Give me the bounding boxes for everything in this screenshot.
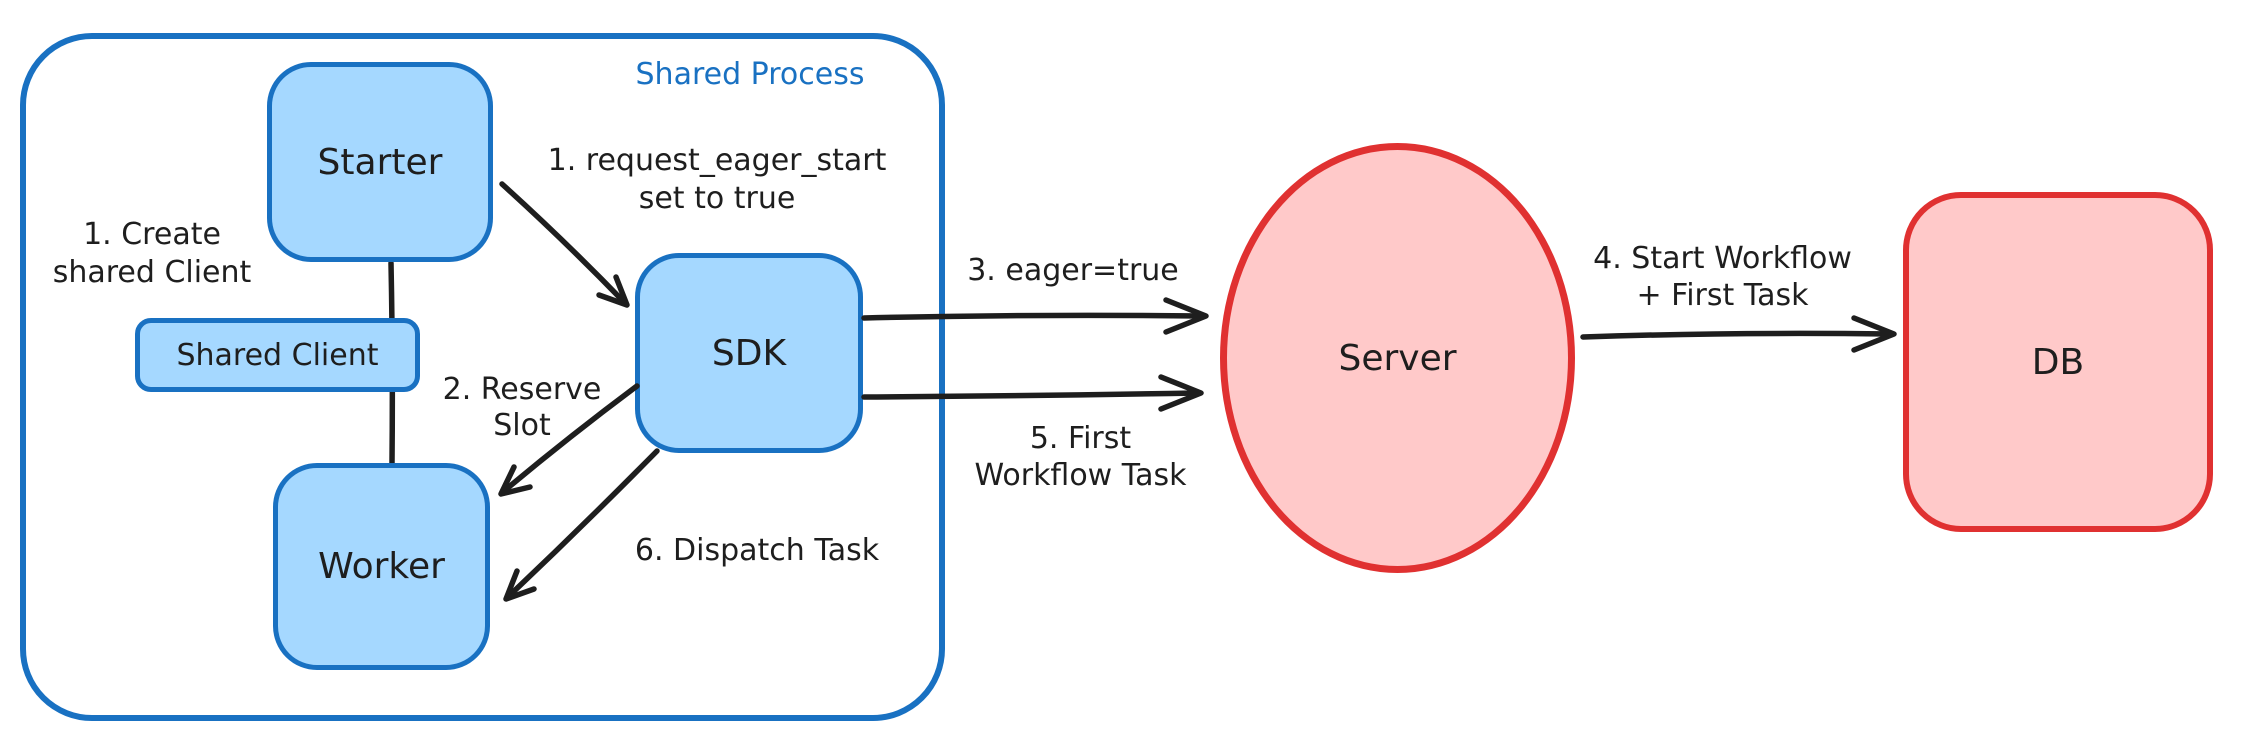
annotation-dispatch-task: 6. Dispatch Task [607, 532, 907, 570]
node-db: DB [1903, 192, 2213, 532]
db-label: DB [2031, 341, 2085, 383]
node-sdk: SDK [635, 253, 863, 453]
annotation-line: shared Client [52, 255, 252, 290]
shared-process-container [20, 33, 945, 721]
annotation-line: 2. Reserve [442, 372, 602, 407]
annotation-line: Slot [493, 408, 551, 443]
annotation-line: 1. request_eager_start [547, 143, 887, 178]
annotation-line: 6. Dispatch Task [634, 533, 880, 568]
node-shared-client: Shared Client [135, 318, 420, 392]
annotation-reserve-slot: 2. Reserve Slot [422, 372, 622, 444]
annotation-line: 5. First [1029, 421, 1132, 456]
server-label: Server [1338, 337, 1457, 379]
annotation-line: set to true [638, 181, 796, 216]
node-worker: Worker [273, 463, 490, 670]
annotation-line: + First Task [1636, 278, 1809, 313]
annotation-line: 3. eager=true [967, 253, 1179, 288]
annotation-line: 1. Create [83, 217, 221, 252]
shared-process-label: Shared Process [635, 57, 865, 92]
worker-label: Worker [318, 546, 445, 587]
node-starter: Starter [267, 62, 493, 262]
annotation-line: Workflow Task [974, 458, 1187, 493]
annotation-line: 4. Start Workflow [1593, 241, 1852, 276]
annotation-create-shared-client: 1. Create shared Client [32, 216, 272, 292]
annotation-request-eager-start: 1. request_eager_start set to true [531, 142, 903, 218]
arrow-server-to-db [1580, 315, 1897, 353]
starter-label: Starter [317, 141, 443, 183]
annotation-first-workflow-task: 5. First Workflow Task [958, 420, 1203, 494]
annotation-start-workflow: 4. Start Workflow + First Task [1565, 240, 1880, 314]
node-server: Server [1220, 143, 1575, 573]
annotation-eager-true: 3. eager=true [953, 252, 1193, 290]
shared-client-label: Shared Client [176, 337, 379, 373]
sdk-label: SDK [711, 332, 787, 374]
